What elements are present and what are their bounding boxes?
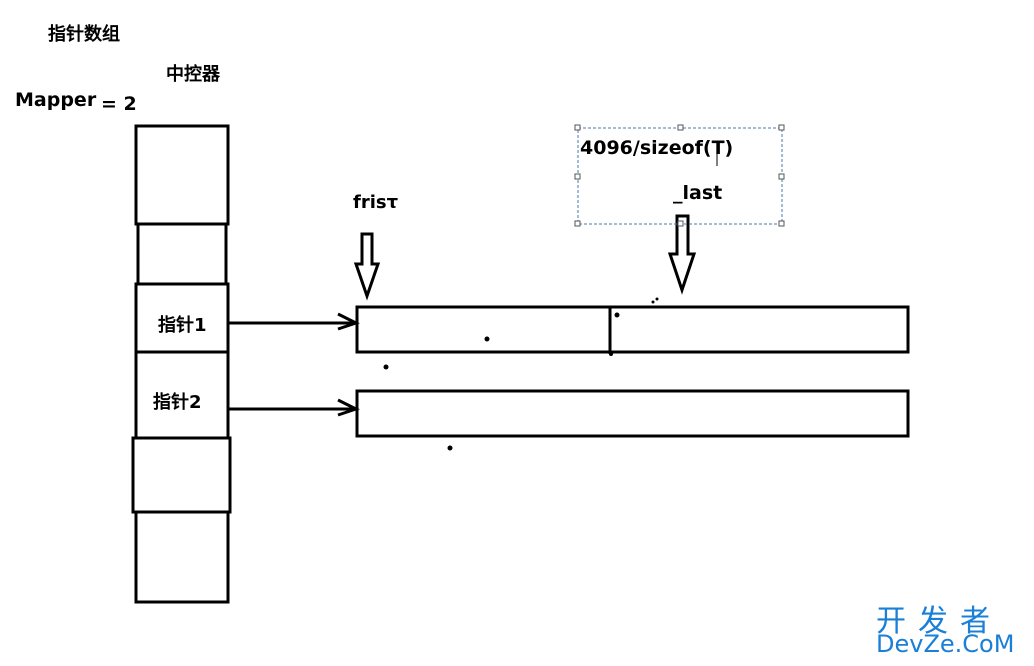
controller-label: 中控器 bbox=[166, 64, 220, 85]
buffer-2 bbox=[355, 389, 910, 438]
watermark-cn: 开发者 bbox=[876, 604, 1002, 639]
pointer1-label: 指针1 bbox=[158, 315, 207, 336]
stray-dots bbox=[383, 297, 659, 451]
diagram-title: 指针数组 bbox=[48, 24, 120, 45]
buffer-size-label[interactable]: 4096/sizeof(T) bbox=[580, 137, 734, 159]
controller-cell-1 bbox=[134, 124, 230, 226]
first-label: frisτ bbox=[353, 192, 399, 213]
selection-handles bbox=[574, 124, 785, 227]
pointer2-arrow bbox=[228, 398, 360, 417]
first-down-arrow bbox=[353, 232, 381, 301]
buffer-1 bbox=[355, 305, 910, 354]
controller-cell-5 bbox=[131, 436, 232, 514]
mapper-label: Mapper bbox=[15, 89, 97, 111]
last-label: _last bbox=[673, 182, 723, 204]
watermark-en: DevZe.CoM bbox=[876, 630, 1015, 658]
controller-cell-6 bbox=[134, 510, 230, 604]
mapper-value: = 2 bbox=[101, 93, 137, 115]
controller-cell-2 bbox=[136, 222, 228, 286]
pointer1-arrow bbox=[228, 312, 360, 331]
last-down-arrow bbox=[667, 214, 697, 295]
pointer2-label: 指针2 bbox=[153, 392, 202, 413]
